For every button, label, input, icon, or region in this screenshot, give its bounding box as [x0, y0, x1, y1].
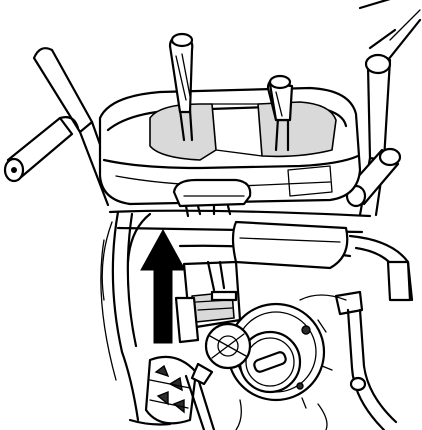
right-handlebar	[345, 53, 402, 217]
recoil-starter	[226, 302, 333, 409]
left-grip	[3, 116, 80, 183]
starter-pulley	[204, 322, 252, 370]
left-lever	[168, 32, 194, 142]
auger	[144, 355, 198, 425]
cross-frame	[108, 209, 414, 302]
right-lever	[266, 74, 294, 152]
control-panel	[98, 86, 362, 206]
up-arrow-indicator	[140, 228, 186, 344]
left-tubes	[100, 210, 152, 422]
arrow-icon	[140, 228, 186, 344]
lower-frame	[128, 308, 398, 430]
left-handlebar	[3, 47, 120, 207]
